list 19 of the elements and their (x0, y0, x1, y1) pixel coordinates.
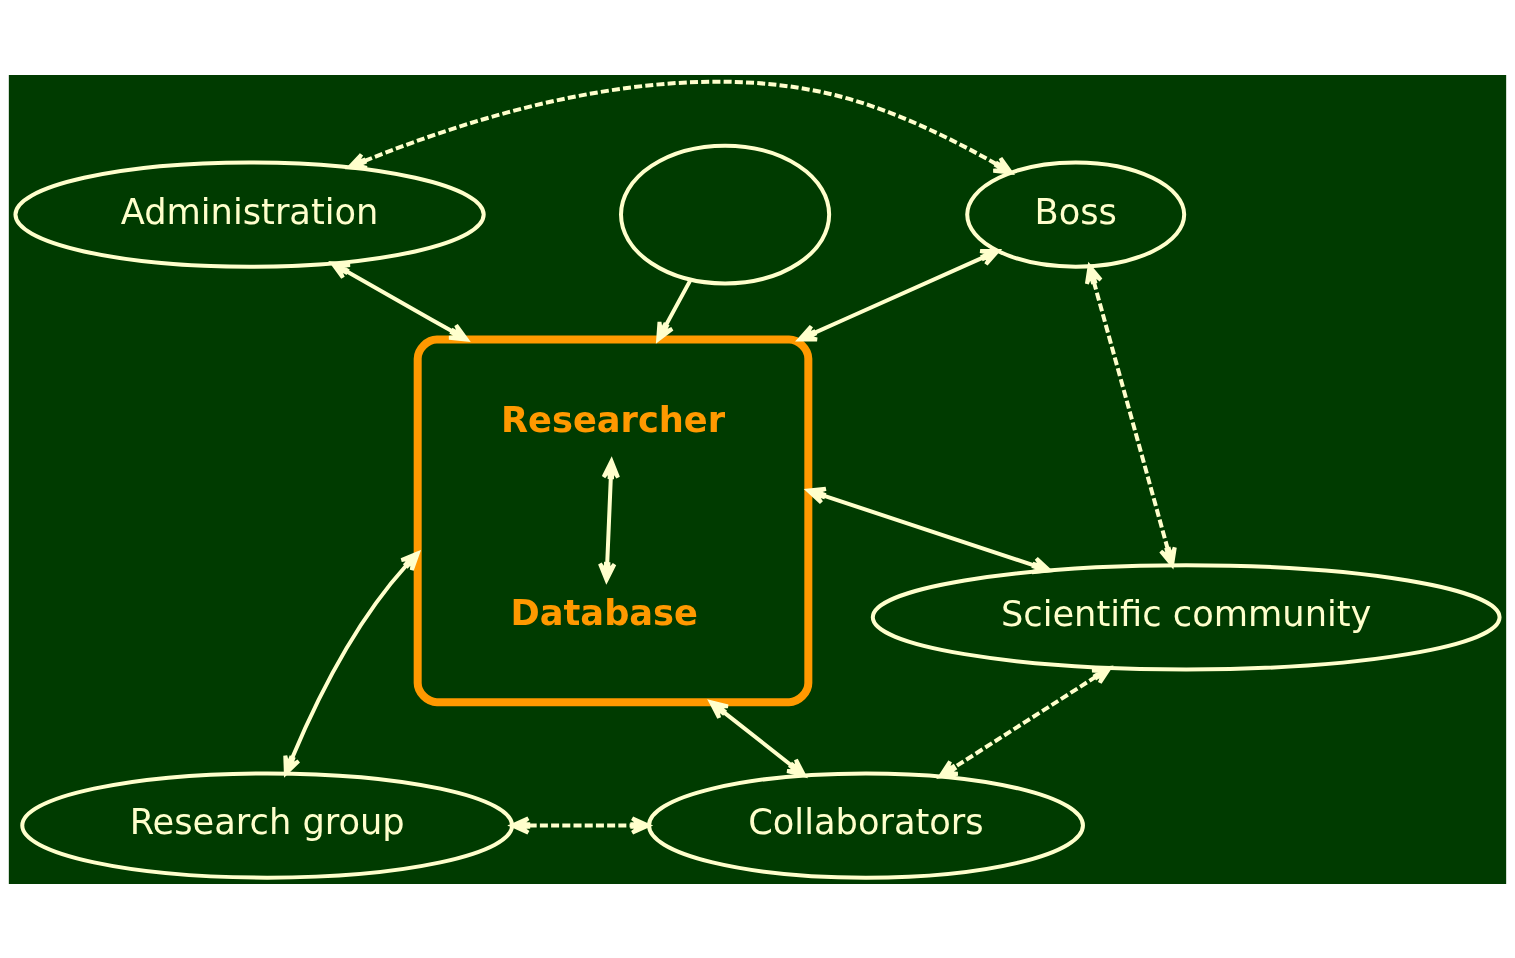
node-ellipse: Collaborators (647, 770, 1085, 880)
node-text: Database (510, 591, 698, 633)
arrow (938, 665, 1112, 778)
arrow (510, 815, 651, 835)
arrow (330, 260, 469, 341)
arrow (283, 550, 420, 775)
node-text: Researcher (500, 398, 726, 440)
arrow (347, 79, 1013, 175)
arrow (797, 248, 1000, 342)
node-ellipse: Scientific community (870, 562, 1502, 671)
arrow (598, 458, 621, 582)
node-ellipse (619, 143, 832, 285)
node-ellipse: Administration (13, 160, 486, 269)
arrow (806, 486, 1052, 574)
arrow (708, 699, 807, 777)
arrow (1084, 263, 1177, 567)
node-ellipse: Research group (20, 770, 515, 880)
arrow (656, 278, 693, 341)
cluster (413, 334, 813, 706)
